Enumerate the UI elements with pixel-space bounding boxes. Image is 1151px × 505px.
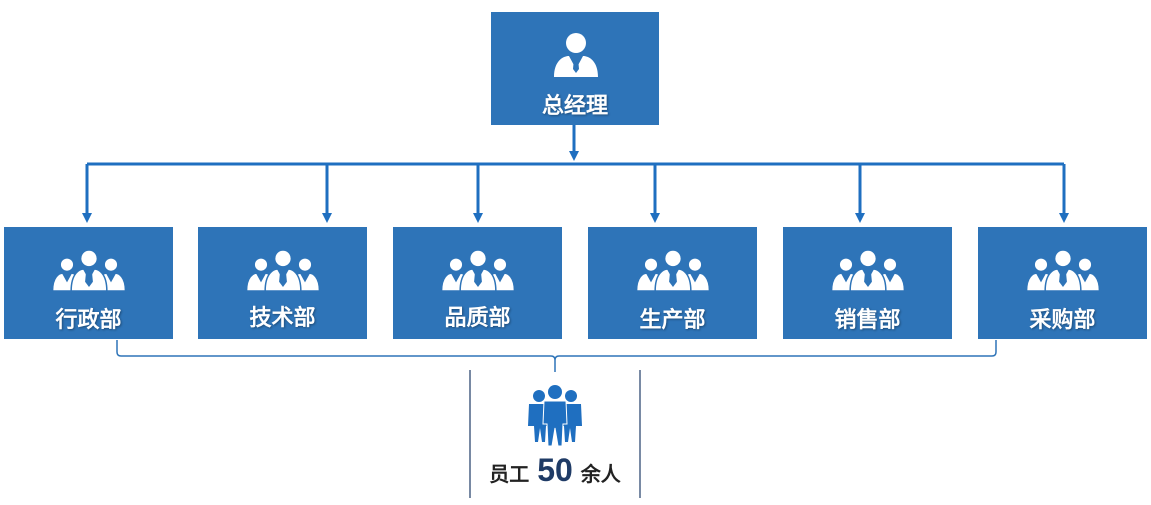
connector-lines xyxy=(82,125,1069,223)
staff-count: 50 xyxy=(537,452,573,488)
department-boxes xyxy=(4,227,1147,339)
department-label-sales: 销售部 xyxy=(834,308,901,333)
group-icon xyxy=(440,249,516,292)
person-icon xyxy=(554,33,598,77)
department-label-admin: 行政部 xyxy=(55,308,122,333)
staff-count-text: 员工 50 余人 xyxy=(470,452,640,489)
group-icons xyxy=(51,249,1101,292)
staff-prefix: 员工 xyxy=(489,462,530,486)
group-icon xyxy=(635,249,711,292)
bracket-line xyxy=(116,340,997,372)
staff-suffix: 余人 xyxy=(580,462,621,486)
general-manager-label: 总经理 xyxy=(541,94,608,119)
group-icon xyxy=(245,249,321,292)
team-icon xyxy=(528,385,582,447)
group-icon xyxy=(830,249,906,292)
department-label-quality: 品质部 xyxy=(444,306,511,331)
department-label-tech: 技术部 xyxy=(249,306,316,331)
department-label-production: 生产部 xyxy=(639,308,706,333)
department-label-purchasing: 采购部 xyxy=(1029,308,1096,333)
group-icon xyxy=(1025,249,1101,292)
group-icon xyxy=(51,249,127,292)
